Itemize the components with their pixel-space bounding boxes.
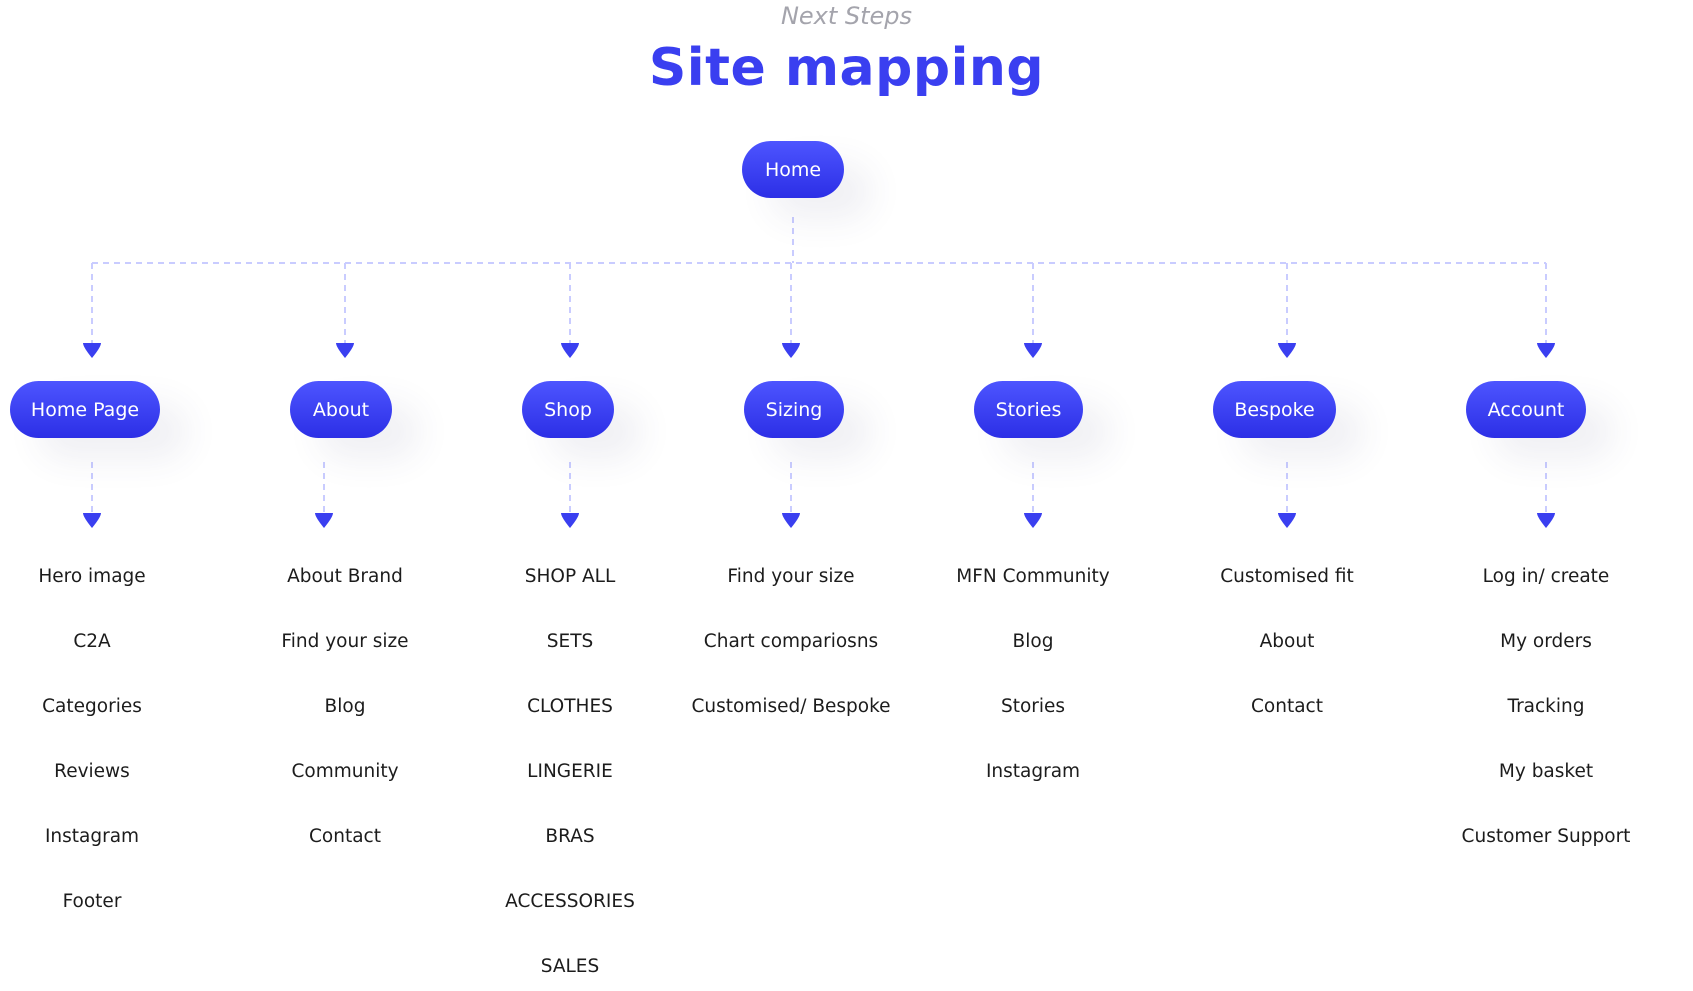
down-arrow-icon (83, 343, 101, 358)
list-item[interactable]: Contact (1251, 696, 1323, 717)
list-item[interactable]: C2A (73, 631, 111, 652)
list-item[interactable]: My orders (1500, 631, 1592, 652)
down-arrow-icon (782, 343, 800, 358)
down-arrow-icon (1024, 513, 1042, 528)
list-item[interactable]: Contact (309, 826, 381, 847)
section-node-home-page[interactable]: Home Page (10, 381, 160, 438)
down-arrow-icon (336, 343, 354, 358)
list-item[interactable]: My basket (1498, 761, 1594, 782)
list-item[interactable]: Chart compariosns (703, 631, 879, 652)
section-node-sizing[interactable]: Sizing (744, 381, 844, 438)
down-arrow-icon (561, 513, 579, 528)
section-node-bespoke[interactable]: Bespoke (1213, 381, 1336, 438)
section-node-account[interactable]: Account (1466, 381, 1586, 438)
list-item[interactable]: Tracking (1507, 696, 1585, 717)
list-item[interactable]: Instagram (44, 826, 140, 847)
down-arrow-icon (1537, 343, 1555, 358)
list-item[interactable]: Reviews (54, 761, 130, 782)
down-arrow-icon (1278, 343, 1296, 358)
list-item[interactable]: MFN Community (956, 566, 1110, 587)
down-arrow-icon (561, 343, 579, 358)
list-item[interactable]: Blog (324, 696, 366, 717)
section-node-about[interactable]: About (290, 381, 392, 438)
list-item[interactable]: Footer (62, 891, 122, 912)
list-item[interactable]: Log in/ create (1482, 566, 1610, 587)
list-item[interactable]: Stories (1000, 696, 1066, 717)
down-arrow-icon (1537, 513, 1555, 528)
down-arrow-icon (1024, 343, 1042, 358)
down-arrow-icon (1278, 513, 1296, 528)
list-item[interactable]: SHOP ALL (524, 566, 616, 587)
section-node-stories[interactable]: Stories (974, 381, 1083, 438)
down-arrow-icon (782, 513, 800, 528)
list-item[interactable]: About (1259, 631, 1315, 652)
list-item[interactable]: Customised fit (1220, 566, 1354, 587)
list-item[interactable]: Blog (1012, 631, 1054, 652)
list-item[interactable]: Categories (42, 696, 142, 717)
list-item[interactable]: ACCESSORIES (505, 891, 635, 912)
list-item[interactable]: Find your size (281, 631, 409, 652)
list-item[interactable]: Customised/ Bespoke (691, 696, 891, 717)
root-node-home[interactable]: Home (742, 141, 844, 198)
list-item[interactable]: CLOTHES (527, 696, 613, 717)
list-item[interactable]: LINGERIE (527, 761, 613, 782)
list-item[interactable]: Customer Support (1461, 826, 1631, 847)
list-item[interactable]: About Brand (287, 566, 403, 587)
section-node-shop[interactable]: Shop (522, 381, 614, 438)
list-item[interactable]: Hero image (38, 566, 146, 587)
list-item[interactable]: SALES (540, 956, 600, 977)
list-item[interactable]: Community (291, 761, 399, 782)
list-item[interactable]: Find your size (727, 566, 855, 587)
eyebrow-text: Next Steps (780, 2, 913, 30)
list-item[interactable]: SETS (546, 631, 594, 652)
list-item[interactable]: Instagram (985, 761, 1081, 782)
page-title: Site mapping (648, 38, 1045, 98)
list-item[interactable]: BRAS (545, 826, 595, 847)
down-arrow-icon (83, 513, 101, 528)
down-arrow-icon (315, 513, 333, 528)
